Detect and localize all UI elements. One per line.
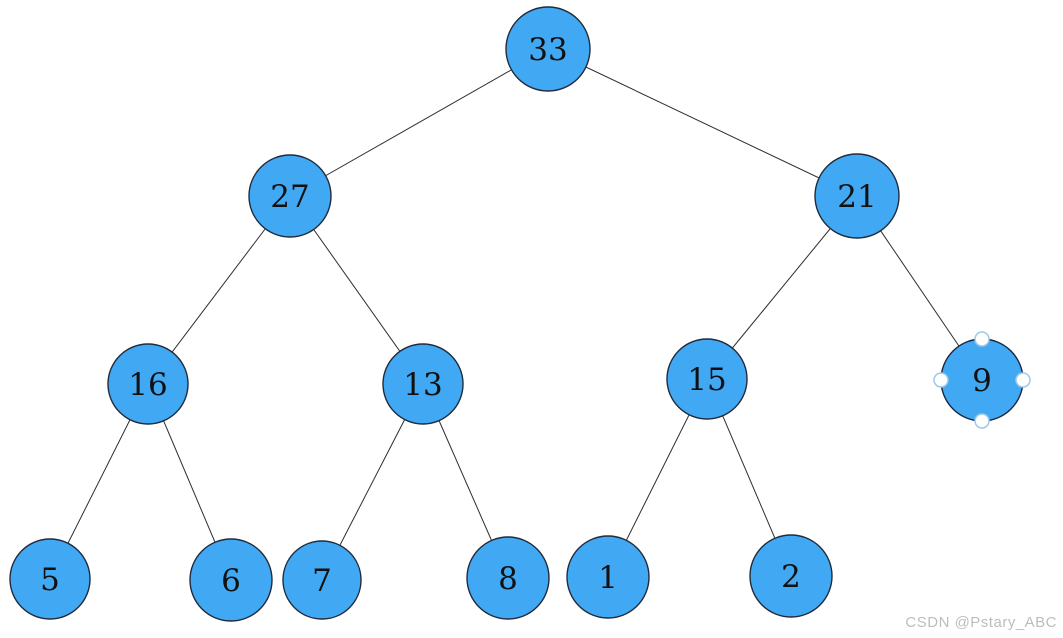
- tree-node-33[interactable]: [505, 6, 591, 92]
- tree-node-5[interactable]: [9, 538, 91, 620]
- tree-node-27[interactable]: [248, 154, 332, 238]
- selection-handle-left[interactable]: [933, 372, 949, 388]
- tree-node-13[interactable]: [382, 343, 464, 425]
- tree-node-1[interactable]: [566, 535, 650, 619]
- watermark: CSDN @Pstary_ABC: [905, 614, 1057, 631]
- selection-handle-bottom[interactable]: [974, 413, 990, 429]
- tree-node-6[interactable]: [189, 538, 273, 622]
- tree-node-21[interactable]: [814, 153, 900, 239]
- tree-node-2[interactable]: [749, 534, 833, 618]
- selection-handle-right[interactable]: [1015, 372, 1031, 388]
- tree-node-15[interactable]: [666, 338, 748, 420]
- tree-edge-33-27[interactable]: [289, 48, 549, 197]
- tree-edge-33-21[interactable]: [547, 48, 858, 197]
- selection-handle-top[interactable]: [974, 331, 990, 347]
- tree-node-8[interactable]: [466, 536, 550, 620]
- tree-node-9[interactable]: [940, 338, 1024, 422]
- tree-node-16[interactable]: [107, 343, 189, 425]
- tree-node-7[interactable]: [282, 540, 362, 620]
